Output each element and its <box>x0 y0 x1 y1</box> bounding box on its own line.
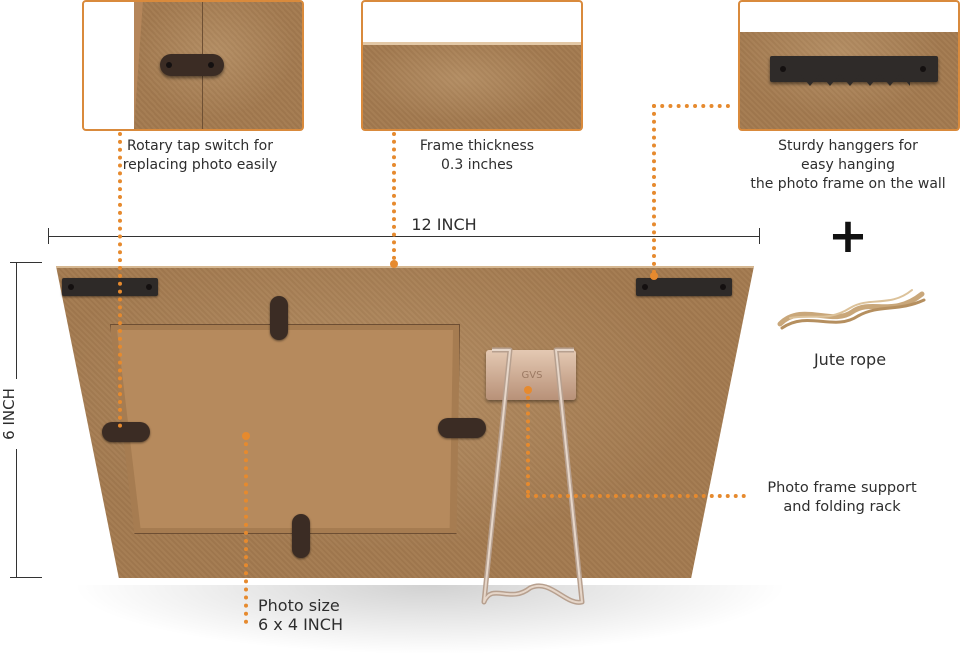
callout-photo-size-label: Photo size 6 x 4 INCH <box>258 596 368 634</box>
callout-line-support-v <box>526 388 530 494</box>
rotary-tab-icon <box>160 54 224 76</box>
tab-screw-icon <box>208 62 214 68</box>
callout-line: Sturdy hanggers for <box>778 138 918 154</box>
width-dimension-tick <box>759 228 760 244</box>
hanger-screw-icon <box>146 284 152 290</box>
folding-stand-wire-icon <box>481 347 585 605</box>
callout-line-support-h <box>526 494 746 498</box>
width-dimension-label: 12 INCH <box>384 215 504 234</box>
callout-line: Photo size <box>258 596 340 615</box>
inset-white-area <box>363 2 581 42</box>
rotary-tab-right-icon <box>438 418 486 438</box>
inset-hanger <box>738 0 960 131</box>
callout-rotary-label: Rotary tap switch for replacing photo ea… <box>100 137 300 175</box>
callout-line-rotary <box>118 132 122 428</box>
callout-line: 6 x 4 INCH <box>258 615 343 634</box>
callout-line-photo-size <box>244 434 248 624</box>
plus-sign: + <box>827 208 869 264</box>
hanger-screw-icon <box>720 284 726 290</box>
hanger-screw-icon <box>780 66 786 72</box>
inset-rotary-tab <box>82 0 304 131</box>
height-dimension-tick <box>10 262 42 263</box>
callout-line: easy hanging <box>800 157 896 173</box>
callout-support-label: Photo frame support and folding rack <box>752 479 932 517</box>
callout-hangers-label: Sturdy hanggers for easy hanging the pho… <box>740 137 956 194</box>
inset-edge-highlight <box>363 42 581 45</box>
rotary-tab-left-icon <box>102 422 150 442</box>
inset-board-surface <box>363 45 581 129</box>
callout-endpoint <box>650 272 658 280</box>
width-dimension-line <box>48 236 760 237</box>
height-dimension-label: 6 INCH <box>0 379 18 449</box>
callout-thickness-label: Frame thickness 0.3 inches <box>377 137 577 175</box>
floor-shadow <box>70 585 790 655</box>
callout-line: replacing photo easily <box>122 157 278 173</box>
inset-frame-thickness <box>361 0 583 131</box>
inset-top-strip <box>740 2 958 32</box>
rotary-tab-top-icon <box>270 296 288 340</box>
jute-rope-icon <box>777 289 926 330</box>
jute-rope-label: Jute rope <box>813 350 887 369</box>
callout-line: 0.3 inches <box>441 157 513 173</box>
sawtooth-hanger-right-icon <box>636 278 732 296</box>
callout-line: Frame thickness <box>419 138 535 154</box>
tab-screw-icon <box>166 62 172 68</box>
stand-brand-mark: GVS <box>521 370 543 381</box>
callout-line-hangers-h <box>652 104 730 108</box>
sawtooth-teeth-icon <box>800 74 910 86</box>
sawtooth-hanger-icon <box>770 56 938 86</box>
hanger-screw-icon <box>68 284 74 290</box>
rotary-tab-bottom-icon <box>292 514 310 558</box>
callout-line: Photo frame support <box>767 480 917 496</box>
hanger-screw-icon <box>642 284 648 290</box>
callout-line: the photo frame on the wall <box>750 176 946 192</box>
callout-line-hangers-v <box>652 104 656 274</box>
callout-line: and folding rack <box>783 499 901 515</box>
hanger-screw-icon <box>920 66 926 72</box>
callout-line: Rotary tap switch for <box>126 138 274 154</box>
photo-area-inner <box>117 330 453 528</box>
height-dimension-tick <box>10 577 42 578</box>
callout-line-thickness <box>392 132 396 260</box>
width-dimension-tick <box>48 228 49 244</box>
inset-white-area <box>84 2 134 129</box>
callout-endpoint <box>242 432 250 440</box>
callout-endpoint <box>390 260 398 268</box>
sawtooth-hanger-left-icon <box>62 278 158 296</box>
callout-endpoint <box>524 386 532 394</box>
